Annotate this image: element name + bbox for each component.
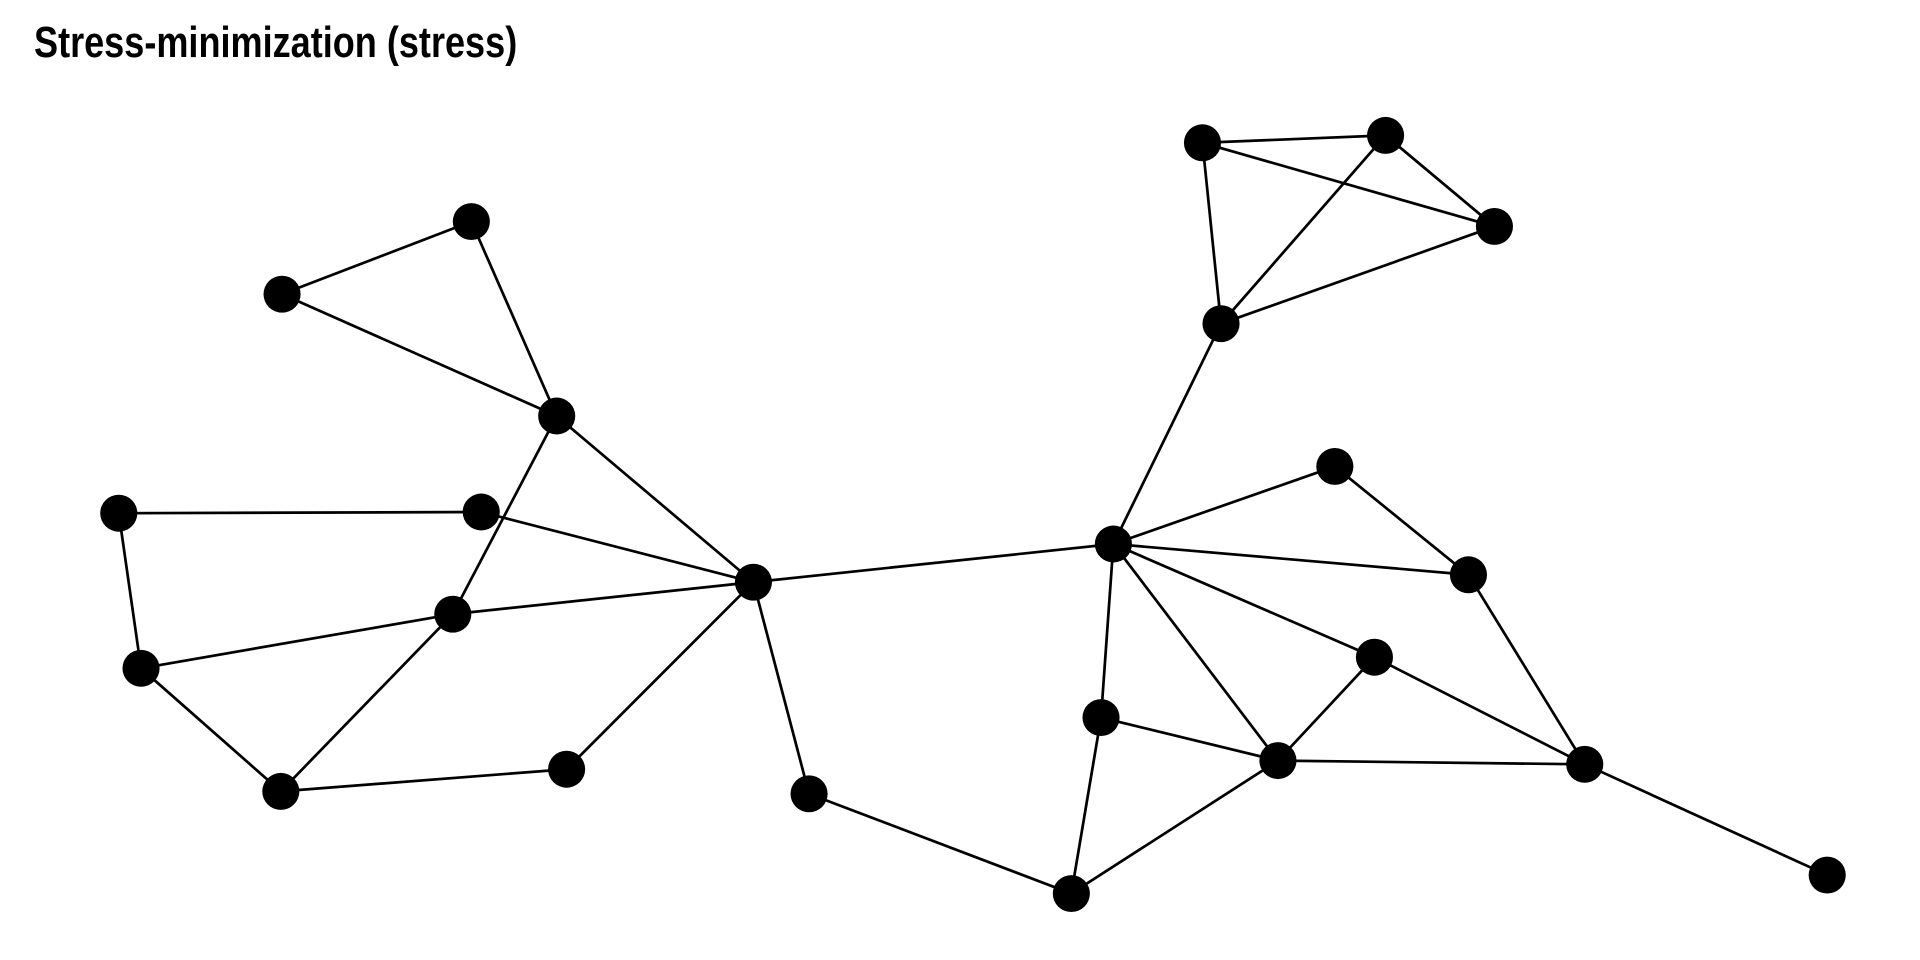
edge-11-21 xyxy=(1070,759,1279,895)
edge-12-13 xyxy=(1112,323,1223,545)
node-9 xyxy=(548,750,586,788)
edge-3-7 xyxy=(117,513,143,669)
edge-12-19 xyxy=(1112,542,1375,659)
node-19 xyxy=(1355,638,1393,676)
edge-5-10 xyxy=(752,581,811,795)
node-10 xyxy=(790,775,828,813)
edge-10-11 xyxy=(808,792,1072,895)
node-15 xyxy=(1367,116,1405,154)
edge-14-16 xyxy=(1202,141,1495,228)
node-21 xyxy=(1259,742,1297,780)
edge-0-2 xyxy=(470,220,558,417)
node-16 xyxy=(1475,208,1513,245)
node-14 xyxy=(1183,124,1222,162)
edge-8-9 xyxy=(280,767,567,793)
edge-12-18 xyxy=(1113,542,1469,577)
node-6 xyxy=(434,595,472,633)
edge-14-15 xyxy=(1202,134,1386,145)
node-23 xyxy=(1808,856,1846,894)
node-4 xyxy=(462,493,500,531)
node-8 xyxy=(262,772,300,810)
node-18 xyxy=(1449,556,1488,594)
node-2 xyxy=(538,397,576,435)
edge-2-5 xyxy=(555,414,755,584)
edge-12-21 xyxy=(1112,543,1280,762)
edge-12-20 xyxy=(1099,543,1115,718)
node-20 xyxy=(1082,699,1120,736)
edge-1-2 xyxy=(281,292,558,418)
edge-13-15 xyxy=(1220,134,1387,325)
edge-13-14 xyxy=(1201,142,1223,324)
node-7 xyxy=(122,649,160,687)
edge-19-22 xyxy=(1373,656,1586,766)
edge-6-5 xyxy=(452,580,754,616)
edge-22-23 xyxy=(1584,763,1828,877)
edge-5-12 xyxy=(753,542,1114,584)
edge-7-6 xyxy=(140,612,454,670)
node-11 xyxy=(1052,875,1090,912)
node-0 xyxy=(452,203,490,240)
edge-2-6 xyxy=(451,415,558,615)
edge-12-17 xyxy=(1112,465,1336,546)
edge-8-6 xyxy=(279,613,454,793)
chart-title: Stress-minimization (stress) xyxy=(34,18,518,67)
edge-9-5 xyxy=(565,581,755,771)
node-13 xyxy=(1202,305,1240,343)
edge-18-22 xyxy=(1467,574,1586,766)
node-22 xyxy=(1566,745,1604,783)
edge-20-21 xyxy=(1100,716,1279,762)
edge-13-16 xyxy=(1220,225,1495,325)
node-17 xyxy=(1316,448,1354,485)
edge-21-22 xyxy=(1277,759,1585,766)
node-1 xyxy=(263,275,301,313)
edge-17-18 xyxy=(1333,465,1470,576)
node-5 xyxy=(734,563,772,601)
edge-19-21 xyxy=(1276,656,1376,762)
edge-3-4 xyxy=(118,510,482,515)
edge-7-8 xyxy=(140,667,282,793)
edge-15-16 xyxy=(1384,134,1496,228)
edge-20-11 xyxy=(1069,717,1103,894)
edges-layer xyxy=(117,134,1828,895)
node-3 xyxy=(100,494,138,532)
edge-4-5 xyxy=(480,510,754,584)
node-12 xyxy=(1094,525,1132,563)
nodes-layer xyxy=(100,116,1846,912)
edge-0-1 xyxy=(281,220,472,296)
